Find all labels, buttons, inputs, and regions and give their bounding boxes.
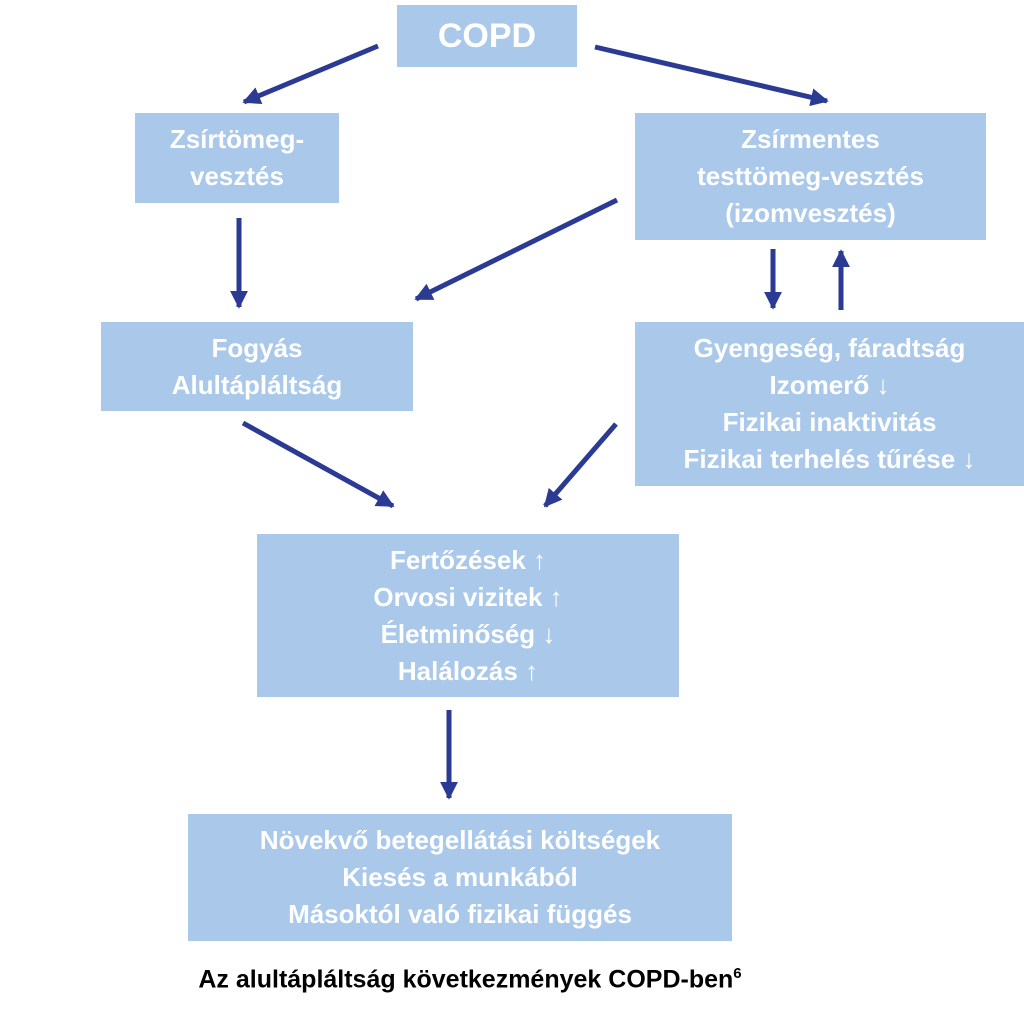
node-weight-loss: Fogyás Alultápláltság bbox=[101, 322, 413, 411]
node-fat-loss-line: vesztés bbox=[190, 161, 284, 191]
node-fat-loss: Zsírtömeg- vesztés bbox=[135, 113, 339, 203]
node-weakness-line: Gyengeség, fáradtság bbox=[693, 333, 966, 363]
node-weakness-line: Fizikai inaktivitás bbox=[722, 407, 937, 437]
node-costs-line: Növekvő betegellátási költségek bbox=[259, 825, 661, 855]
caption-text: Az alultápláltság következmények COPD-be… bbox=[198, 965, 734, 994]
arrow-weakness-to-outcomes bbox=[543, 422, 618, 508]
node-costs: Növekvő betegellátási költségek Kiesés a… bbox=[188, 814, 732, 941]
arrow-copd-to-fat-loss bbox=[242, 43, 379, 105]
figure-caption: Az alultápláltság következmények COPD-be… bbox=[0, 965, 940, 994]
caption-footnote-ref: 6 bbox=[733, 965, 742, 982]
node-weight-loss-line: Alultápláltság bbox=[171, 369, 343, 400]
node-ffm-loss-line: testtömeg-vesztés bbox=[697, 161, 924, 191]
node-copd-label: COPD bbox=[437, 16, 537, 55]
node-weakness-line: Izomerő ↓ bbox=[769, 370, 890, 400]
node-costs-line: Kiesés a munkából bbox=[342, 862, 578, 892]
arrow-weight-loss-to-outcomes bbox=[241, 420, 395, 509]
node-outcomes-line: Életminőség ↓ bbox=[380, 618, 556, 649]
arrow-ffm-loss-to-weight-loss bbox=[414, 197, 619, 302]
node-outcomes-line: Orvosi vizitek ↑ bbox=[373, 581, 563, 612]
node-fat-loss-line: Zsírtömeg- bbox=[169, 124, 305, 154]
node-weakness: Gyengeség, fáradtság Izomerő ↓ Fizikai i… bbox=[635, 322, 1024, 486]
node-weakness-line: Fizikai terhelés tűrése ↓ bbox=[683, 444, 976, 474]
node-weight-loss-line: Fogyás bbox=[211, 332, 303, 363]
node-costs-line: Másoktól való fizikai függés bbox=[288, 899, 632, 929]
node-fat-free-mass-loss: Zsírmentes testtömeg-vesztés (izomveszté… bbox=[635, 113, 986, 240]
node-outcomes-line: Halálozás ↑ bbox=[397, 655, 539, 686]
node-outcomes: Fertőzések ↑ Orvosi vizitek ↑ Életminősé… bbox=[257, 534, 679, 697]
node-outcomes-line: Fertőzések ↑ bbox=[389, 544, 547, 575]
arrow-copd-to-ffm-loss bbox=[594, 44, 829, 107]
node-ffm-loss-line: (izomvesztés) bbox=[725, 198, 896, 228]
node-copd: COPD bbox=[397, 5, 577, 67]
node-ffm-loss-line: Zsírmentes bbox=[741, 124, 880, 154]
